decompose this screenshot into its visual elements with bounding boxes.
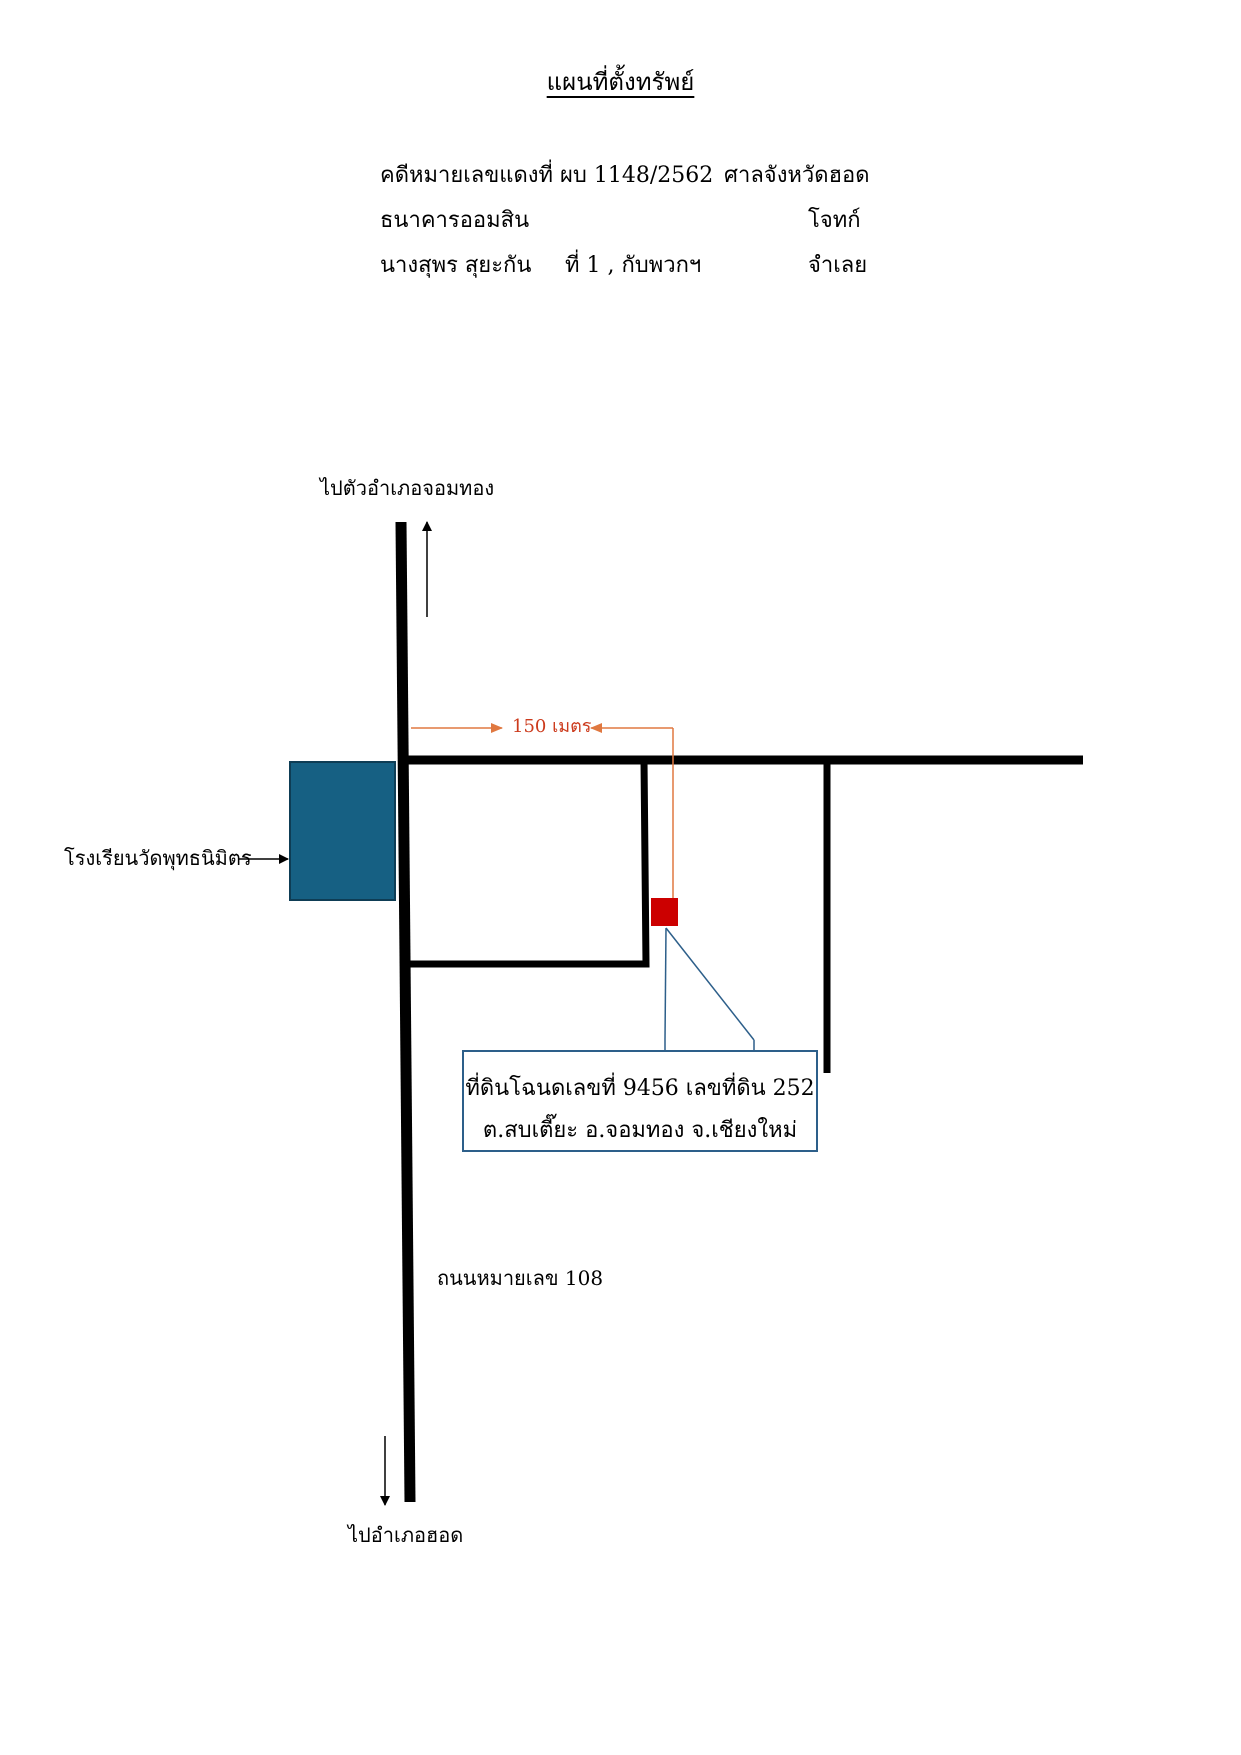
callout-pointer-right (665, 927, 755, 1041)
court-name: ศาลจังหวัดฮอด (724, 163, 870, 188)
school-building (289, 761, 396, 901)
plaintiff-name: ธนาคารออมสิน (380, 208, 530, 233)
side-road-loop (406, 759, 650, 968)
parcel-callout: ที่ดินโฉนดเลขที่ 9456 เลขที่ดิน 252 ต.สบ… (462, 1050, 818, 1152)
main-road-108 (395, 521, 416, 1503)
parcel-marker (651, 898, 678, 926)
south-destination-label: ไปอำเภอฮอด (348, 1523, 464, 1547)
defendant-extra: ที่ 1 , กับพวกฯ (565, 253, 702, 278)
distance-label: 150 เมตร (512, 716, 592, 737)
parcel-deed-label: ที่ดินโฉนดเลขที่ 9456 เลขที่ดิน 252 (465, 1076, 815, 1101)
road-number-label: ถนนหมายเลข 108 (437, 1266, 604, 1290)
parcel-location-label: ต.สบเตี๊ยะ อ.จอมทอง จ.เชียงใหม่ (482, 1118, 798, 1143)
defendant-name: นางสุพร สุยะกัน (380, 253, 532, 278)
callout-pointer-left (664, 927, 667, 1041)
school-label: โรงเรียนวัดพุทธนิมิตร (64, 846, 252, 870)
north-destination-label: ไปตัวอำเภอจอมทอง (320, 476, 495, 500)
plaintiff-role: โจทก์ (808, 208, 861, 233)
page-title: แผนที่ตั้งทรัพย์ (546, 68, 695, 96)
case-number: คดีหมายเลขแดงที่ ผบ 1148/2562 (380, 163, 714, 188)
defendant-role: จำเลย (808, 253, 868, 278)
